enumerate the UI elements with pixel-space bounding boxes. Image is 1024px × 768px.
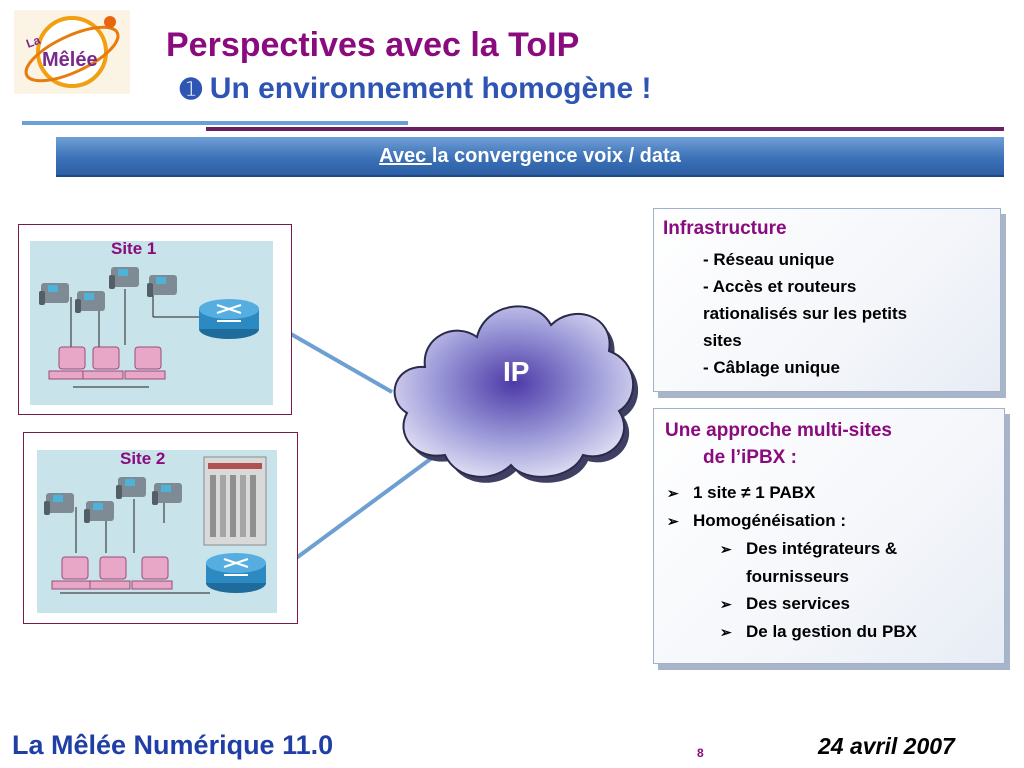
infrastructure-lines: - Réseau unique - Accès et routeurs rati… <box>703 246 907 381</box>
arrow-bullet-icon: ➢ <box>720 624 732 640</box>
sub-bullet-text: Des intégrateurs & <box>746 539 898 558</box>
infra-line: - Câblage unique <box>703 358 840 377</box>
multi-sites-heading-line2: de l’iPBX : <box>703 447 797 468</box>
arrow-bullet-icon: ➢ <box>720 596 732 612</box>
arrow-bullet-icon: ➢ <box>667 485 679 501</box>
router-icon <box>199 299 259 339</box>
subtitle-text: Un environnement homogène ! <box>209 72 652 105</box>
footer-date: 24 avril 2007 <box>818 733 955 759</box>
infra-line: - Réseau unique <box>703 250 835 269</box>
ip-phone-icon <box>44 477 182 523</box>
page-title: Perspectives avec la ToIP <box>166 26 580 64</box>
multi-sites-bullets: ➢ 1 site ≠ 1 PABX ➢ Homogénéisation : <box>667 479 846 535</box>
infrastructure-heading: Infrastructure <box>663 218 787 239</box>
multi-sites-panel: Une approche multi-sites de l’iPBX : ➢ 1 … <box>653 408 1005 664</box>
banner-underlined-text: Avec <box>379 145 432 167</box>
list-item: ➢ Homogénéisation : <box>667 507 846 535</box>
infra-line: sites <box>703 331 742 350</box>
arrow-bullet-icon: ➢ <box>667 513 679 529</box>
list-item: fournisseurs <box>720 563 917 590</box>
sub-bullet-text: fournisseurs <box>746 567 849 586</box>
list-item: ➢ 1 site ≠ 1 PABX <box>667 479 846 507</box>
site-1-equipment <box>39 267 259 388</box>
pbx-server-icon <box>203 456 267 546</box>
arrow-bullet-icon: ➢ <box>720 541 732 557</box>
site-2-equipment <box>44 456 267 594</box>
logo-la-text: La <box>24 33 42 51</box>
ip-cloud-label: IP <box>503 356 530 387</box>
banner-text: la convergence voix / data <box>431 145 681 167</box>
multi-sites-sub-bullets: ➢ Des intégrateurs & fournisseurs ➢ Des se… <box>720 535 917 646</box>
pc-workstation-icon <box>48 346 166 380</box>
section-banner: Avec la convergence voix / data <box>56 137 1004 177</box>
footer-page-number: 8 <box>697 746 704 760</box>
pc-workstation-icon <box>51 556 173 590</box>
site-1-box: Site 1 <box>18 224 292 415</box>
infra-line: - Accès et routeurs <box>703 277 857 296</box>
site-1-label: Site 1 <box>111 239 157 258</box>
site-2-box: Site 2 <box>23 432 298 624</box>
sub-bullet-text: De la gestion du PBX <box>746 622 917 641</box>
ip-phone-icon <box>39 267 177 313</box>
router-icon <box>206 553 266 593</box>
logo: La Mêlée <box>14 10 130 94</box>
infra-line: rationalisés sur les petits <box>703 304 908 323</box>
site-2-label: Site 2 <box>120 449 166 468</box>
list-item: ➢ De la gestion du PBX <box>720 618 917 646</box>
bullet-text: 1 site ≠ 1 PABX <box>693 483 816 502</box>
sub-bullet-text: Des services <box>746 594 850 613</box>
bullet-text: Homogénéisation : <box>693 511 847 530</box>
list-item: ➢ Des intégrateurs & <box>720 535 917 563</box>
ip-cloud <box>393 305 639 483</box>
infrastructure-panel: Infrastructure - Réseau unique - Accès e… <box>653 208 1001 392</box>
multi-sites-heading-line1: Une approche multi-sites <box>665 420 892 441</box>
header-rule-blue <box>22 121 408 125</box>
number-one-icon: ➊ <box>180 74 202 104</box>
logo-melee-text: Mêlée <box>42 49 98 71</box>
footer-event-name: La Mêlée Numérique 11.0 <box>12 730 334 760</box>
header-rule-purple <box>206 127 1004 131</box>
list-item: ➢ Des services <box>720 590 917 618</box>
